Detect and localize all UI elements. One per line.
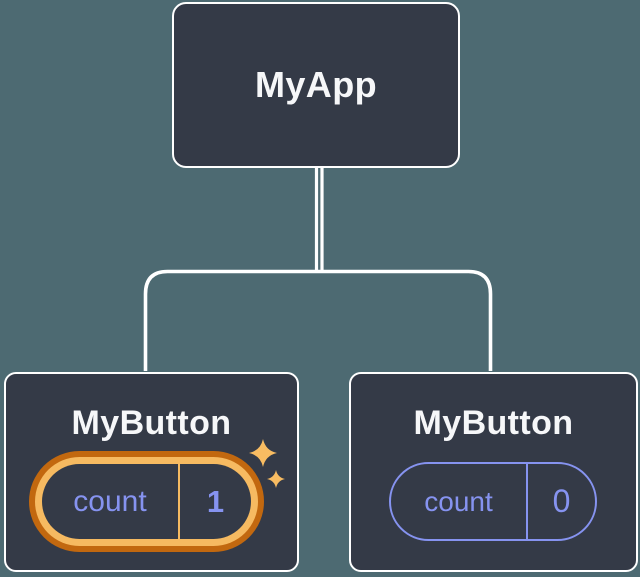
component-label-myapp: MyApp	[255, 64, 377, 105]
state-key: count	[42, 464, 178, 539]
state-value: 1	[180, 464, 251, 539]
state-value: 0	[526, 464, 595, 539]
children-connector-bracket	[143, 269, 493, 371]
component-node-mybutton-2: MyButton count 0	[349, 372, 638, 572]
state-pill: count 0	[389, 462, 597, 541]
state-pill-cells: count 1	[42, 464, 251, 539]
state-key: count	[424, 485, 493, 517]
component-node-mybutton-1: MyButton count 1	[4, 372, 299, 572]
state-pill-gold-ring: count 1	[35, 457, 258, 546]
component-node-myapp: MyApp	[172, 2, 460, 168]
component-label-mybutton-1: MyButton	[71, 404, 232, 442]
component-label-mybutton-2: MyButton	[413, 404, 574, 442]
state-pill-highlighted: count 1	[29, 451, 264, 552]
